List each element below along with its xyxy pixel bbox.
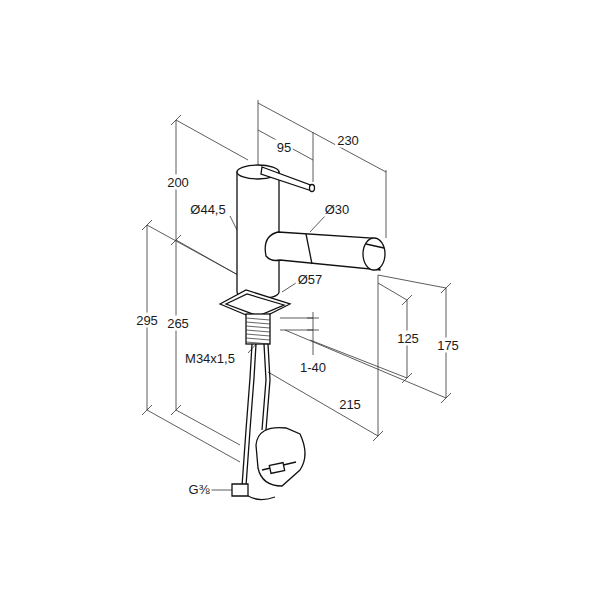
dimension-label: 200: [165, 175, 191, 190]
dimension-label: 295: [134, 313, 160, 328]
dimension-label: 125: [395, 331, 421, 346]
dimension-label: 95: [275, 140, 293, 155]
thread-stroke: [246, 338, 270, 340]
dimension-label: Ø57: [296, 272, 325, 287]
dimension-label: Ø44,5: [188, 202, 227, 217]
dimension-label: M34x1,5: [183, 351, 237, 366]
thread-stroke: [246, 330, 270, 332]
dimension-label: 1-40: [298, 360, 328, 375]
thread-stroke: [246, 318, 270, 320]
dimension-label: 215: [337, 397, 363, 412]
dimension-label: Ø30: [323, 202, 352, 217]
dimension-label: 265: [165, 316, 191, 331]
thread-stroke: [246, 334, 270, 336]
thread-stroke: [246, 322, 270, 324]
dimension-label: G⅜: [187, 482, 212, 497]
thread-stroke: [246, 326, 270, 328]
thread-stroke: [246, 342, 270, 344]
dimension-label: 230: [335, 133, 361, 148]
dimension-label: 175: [435, 338, 461, 353]
